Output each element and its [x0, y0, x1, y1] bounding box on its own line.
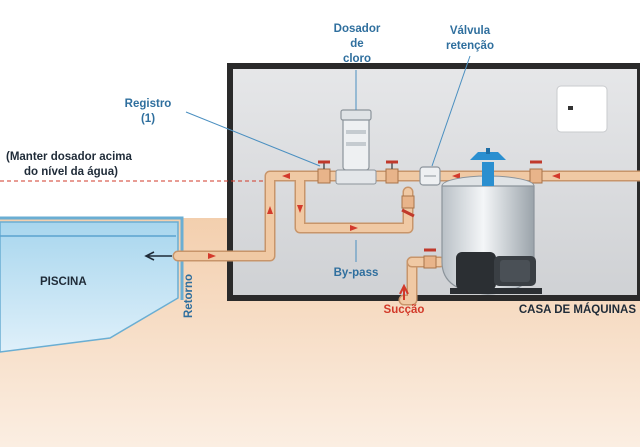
- registro-valve-icon: [401, 195, 415, 218]
- check-valve-icon: [419, 166, 441, 186]
- pool-basin: [0, 221, 179, 353]
- label-retorno: Retorno: [183, 274, 195, 318]
- label-dosador-1: Dosador: [334, 23, 381, 35]
- label-dosador-3: cloro: [343, 53, 371, 65]
- flow-arrow-icon: [350, 225, 358, 231]
- flow-arrow-icon: [552, 173, 560, 179]
- return-arrow-icon: [144, 251, 172, 261]
- leader-lines: [185, 55, 471, 262]
- label-casa-de-maquinas: CASA DE MÁQUINAS: [519, 303, 636, 316]
- flow-arrow-icon: [267, 206, 273, 214]
- registro-valve-icon: [529, 160, 543, 184]
- registro-valve-icon: [423, 248, 437, 269]
- flow-arrow-icon: [282, 173, 290, 179]
- registro-valve-icon: [385, 160, 399, 184]
- pump-motor-icon: [450, 252, 542, 294]
- flow-arrow-icon: [208, 253, 216, 259]
- label-registro-1: Registro: [125, 98, 172, 110]
- label-piscina: PISCINA: [40, 276, 87, 288]
- pipe-flow-arrows: [208, 173, 560, 259]
- control-panel-icon: [556, 85, 608, 133]
- control-panel-light: [568, 106, 573, 110]
- label-valvula-1: Válvula: [450, 25, 491, 37]
- label-manter-2: do nível da água): [24, 166, 118, 178]
- label-succao: Sucção: [384, 304, 425, 316]
- chlorine-dispenser-icon: [335, 109, 377, 185]
- label-manter-1: (Manter dosador acima: [6, 151, 132, 163]
- label-bypass: By-pass: [334, 267, 379, 279]
- flow-arrow-icon: [452, 173, 460, 179]
- valves: [317, 160, 543, 269]
- flow-arrow-icon: [297, 205, 303, 213]
- registro-valve-icon: [317, 160, 331, 184]
- suction-arrow-icon: [399, 283, 409, 300]
- pool-wall: [0, 216, 184, 300]
- label-registro-2: (1): [141, 113, 155, 125]
- label-valvula-2: retenção: [446, 40, 494, 52]
- label-dosador-2: de: [350, 38, 363, 50]
